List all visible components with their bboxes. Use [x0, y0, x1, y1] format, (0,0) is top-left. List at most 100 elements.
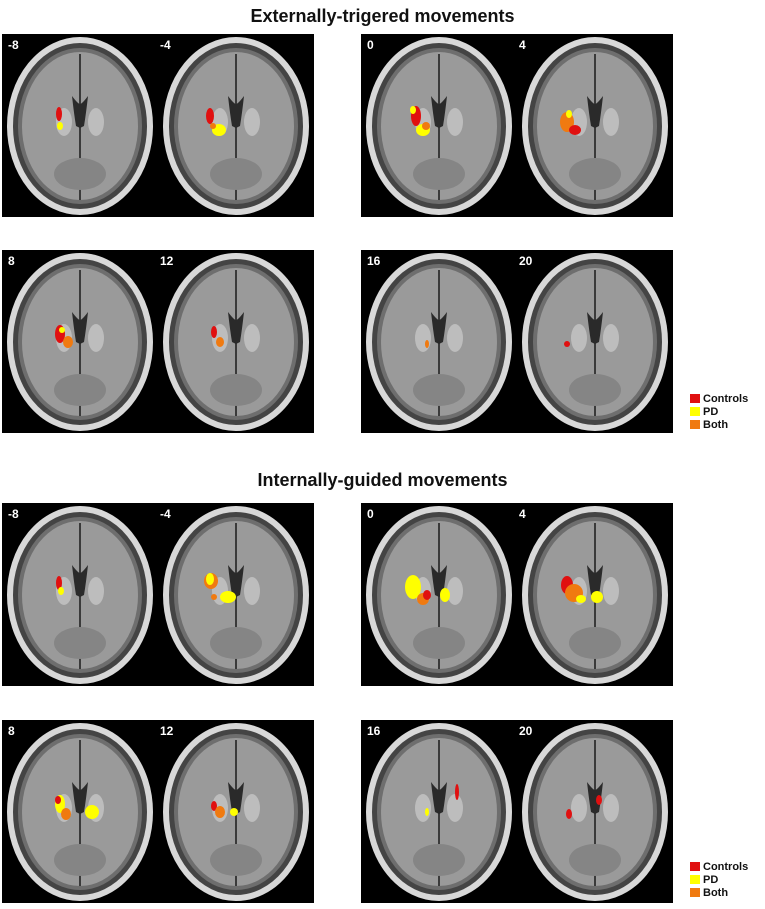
brain-slice-image: [163, 506, 309, 684]
activation-blob: [210, 123, 216, 129]
activation-blob: [56, 107, 62, 121]
brain-panel-int-4: 16 20: [361, 720, 673, 903]
legend-swatch: [690, 420, 700, 429]
section-title-external: Externally-trigered movements: [250, 6, 515, 26]
activation-blob: [422, 122, 430, 130]
brain-panel-int-3: 8 12: [2, 720, 314, 903]
legend-item-both: Both: [690, 886, 748, 899]
slice-label: 0: [367, 38, 374, 52]
section-title-internal: Internally-guided movements: [257, 470, 508, 490]
brain-slice-image: [7, 37, 153, 215]
brain-slice: [158, 503, 314, 686]
brain-slice-image: [522, 723, 668, 901]
brain-panel-ext-2: 0 4: [361, 34, 673, 217]
legend-swatch: [690, 394, 700, 403]
activation-blob: [216, 337, 224, 347]
slice-label: -8: [8, 38, 19, 52]
brain-slice-image: [7, 506, 153, 684]
legend-label: PD: [703, 873, 719, 886]
activation-blob: [206, 573, 214, 585]
legend-label: Both: [703, 886, 729, 899]
brain-slice-image: [7, 253, 153, 431]
slice-label: -4: [160, 507, 171, 521]
slice-label: 16: [367, 724, 381, 738]
brain-slice-image: [163, 723, 309, 901]
activation-blob: [63, 336, 73, 348]
slice-label: 0: [367, 507, 374, 521]
activation-blob: [566, 110, 572, 118]
activation-blob: [59, 327, 65, 333]
slice-label: 8: [8, 254, 15, 268]
brain-slice: [158, 720, 314, 903]
brain-slice: [2, 720, 158, 903]
brain-slice: [158, 250, 314, 433]
legend-swatch: [690, 407, 700, 416]
activation-blob: [423, 590, 431, 600]
activation-blob: [61, 808, 71, 820]
legend-internal: Controls PD Both: [690, 860, 748, 899]
brain-slice: [361, 250, 517, 433]
activation-blob: [85, 805, 99, 819]
brain-slice: [517, 503, 673, 686]
brain-slice: [517, 720, 673, 903]
activation-blob: [55, 796, 61, 804]
legend-item-controls: Controls: [690, 392, 748, 405]
legend-label: Controls: [703, 860, 749, 873]
activation-blob: [56, 576, 62, 590]
brain-slice: [517, 34, 673, 217]
legend-item-pd: PD: [690, 873, 748, 886]
legend-external: Controls PD Both: [690, 392, 748, 431]
activation-blob: [405, 575, 421, 599]
activation-blob: [596, 795, 602, 805]
activation-blob: [564, 341, 570, 347]
brain-slice-image: [522, 37, 668, 215]
brain-panel-ext-4: 16 20: [361, 250, 673, 433]
activation-blob: [566, 809, 572, 819]
legend-swatch: [690, 862, 700, 871]
slice-label: 12: [160, 724, 174, 738]
legend-label: Both: [703, 418, 729, 431]
slice-label: -4: [160, 38, 171, 52]
activation-blob: [57, 122, 63, 130]
brain-slice: [361, 34, 517, 217]
legend-label: PD: [703, 405, 719, 418]
activation-blob: [211, 801, 217, 811]
slice-label: 20: [519, 724, 533, 738]
activation-blob: [230, 808, 238, 816]
brain-slice: [2, 34, 158, 217]
brain-slice-image: [163, 37, 309, 215]
brain-slice: [361, 720, 517, 903]
activation-blob: [220, 591, 236, 603]
brain-slice-image: [366, 506, 512, 684]
activation-blob: [425, 808, 429, 816]
activation-blob: [576, 595, 586, 603]
brain-panel-ext-3: 8 12: [2, 250, 314, 433]
slice-label: 8: [8, 724, 15, 738]
activation-blob: [410, 106, 416, 114]
brain-panel-ext-1: -8 -4: [2, 34, 314, 217]
activation-blob: [591, 591, 603, 603]
brain-panel-int-2: 0 4: [361, 503, 673, 686]
brain-slice-image: [163, 253, 309, 431]
legend-swatch: [690, 875, 700, 884]
brain-slice: [361, 503, 517, 686]
slice-label: 20: [519, 254, 533, 268]
slice-label: 12: [160, 254, 174, 268]
brain-slice: [158, 34, 314, 217]
brain-slice-image: [366, 253, 512, 431]
brain-slice-image: [522, 506, 668, 684]
activation-blob: [211, 326, 217, 338]
brain-slice: [2, 250, 158, 433]
activation-blob: [211, 594, 217, 600]
legend-swatch: [690, 888, 700, 897]
activation-blob: [58, 587, 64, 595]
legend-item-controls: Controls: [690, 860, 748, 873]
brain-panel-int-1: -8 -4: [2, 503, 314, 686]
brain-slice-image: [366, 37, 512, 215]
brain-slice: [517, 250, 673, 433]
legend-item-both: Both: [690, 418, 748, 431]
activation-blob: [425, 340, 429, 348]
legend-item-pd: PD: [690, 405, 748, 418]
brain-slice-image: [7, 723, 153, 901]
activation-blob: [440, 588, 450, 602]
